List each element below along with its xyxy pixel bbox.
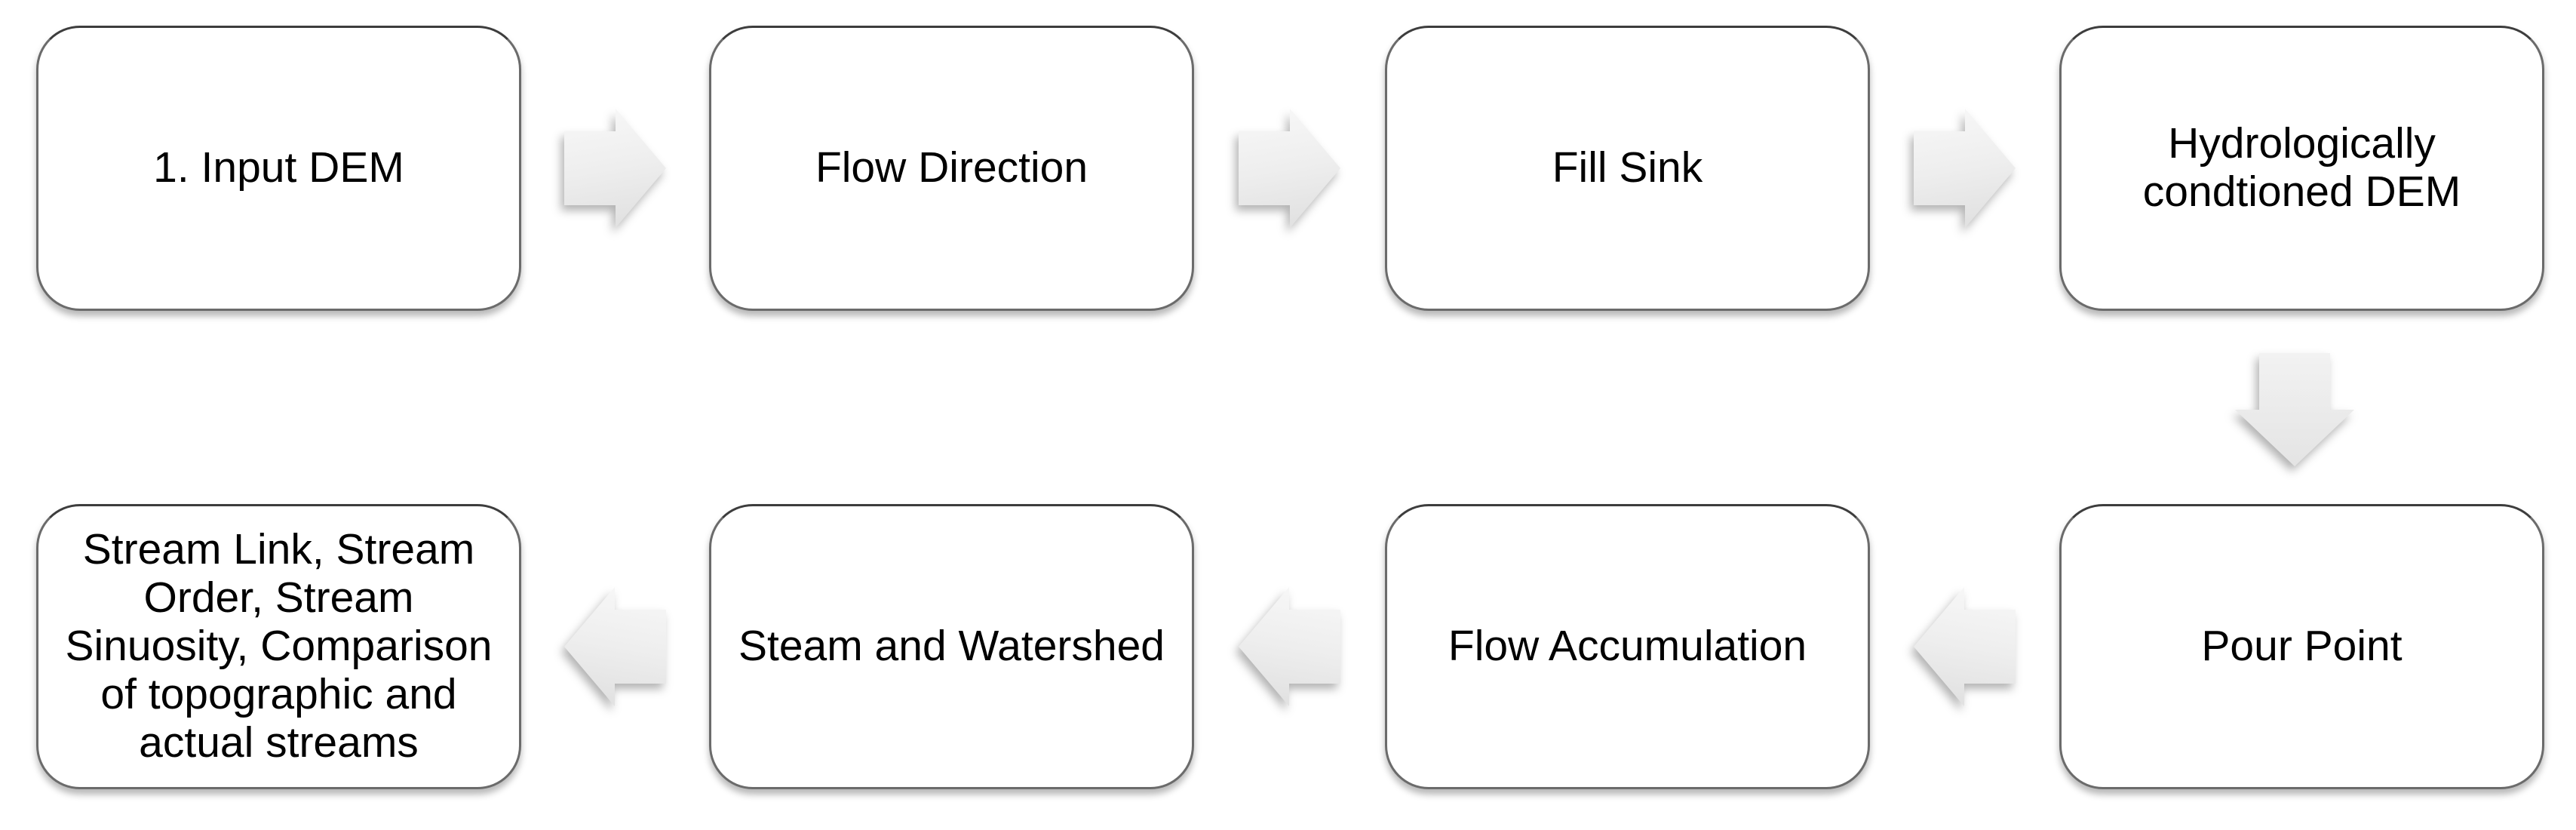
- node-input-dem: 1. Input DEM: [36, 26, 521, 311]
- node-fill-sink: Fill Sink: [1385, 26, 1870, 311]
- arrow-right-icon: [1239, 109, 1340, 228]
- arrow-right-icon: [564, 109, 666, 228]
- node-pour-point: Pour Point: [2059, 504, 2544, 789]
- node-hydrologically-conditioned-dem: Hydrologically condtioned DEM: [2059, 26, 2544, 311]
- node-flow-accumulation-label: Flow Accumulation: [1448, 622, 1807, 671]
- node-fill-sink-label: Fill Sink: [1552, 143, 1703, 192]
- node-flow-accumulation: Flow Accumulation: [1385, 504, 1870, 789]
- node-steam-and-watershed: Steam and Watershed: [709, 504, 1194, 789]
- arrow-down-icon: [2235, 353, 2354, 466]
- node-flow-direction: Flow Direction: [709, 26, 1194, 311]
- arrow-left-icon: [564, 587, 666, 706]
- node-pour-point-label: Pour Point: [2201, 622, 2403, 671]
- arrow-left-icon: [1239, 587, 1340, 706]
- node-steam-and-watershed-label: Steam and Watershed: [738, 622, 1165, 671]
- node-stream-analysis: Stream Link, Stream Order, Stream Sinuos…: [36, 504, 521, 789]
- node-stream-analysis-label: Stream Link, Stream Order, Stream Sinuos…: [65, 525, 493, 767]
- arrow-left-icon: [1914, 587, 2016, 706]
- node-flow-direction-label: Flow Direction: [815, 143, 1088, 192]
- arrow-right-icon: [1914, 109, 2016, 228]
- node-hydrologically-conditioned-dem-label: Hydrologically condtioned DEM: [2142, 119, 2461, 216]
- node-input-dem-label: 1. Input DEM: [153, 143, 404, 192]
